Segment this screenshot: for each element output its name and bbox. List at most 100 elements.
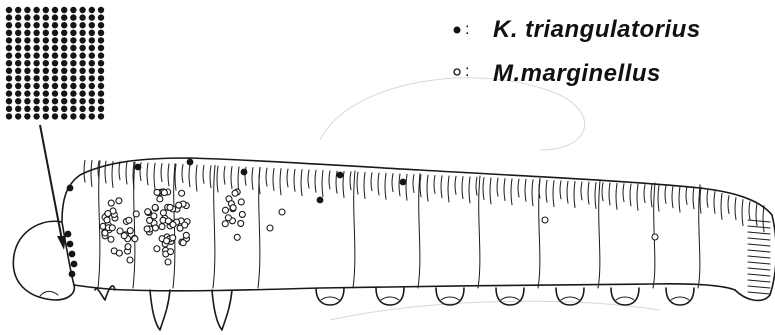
seta-line <box>413 175 414 193</box>
inset-dot <box>6 52 12 58</box>
seta-line <box>518 179 519 197</box>
seta-line <box>748 220 770 222</box>
seta-line <box>315 170 316 192</box>
seta-line <box>266 168 267 186</box>
inset-dot <box>98 68 104 74</box>
seta-line <box>539 180 540 198</box>
open-egg <box>225 215 231 221</box>
open-egg <box>127 257 133 263</box>
seta-line <box>748 274 770 276</box>
open-egg <box>170 222 176 228</box>
open-egg <box>267 225 273 231</box>
filled-dot-icon <box>454 27 461 34</box>
inset-dot <box>33 83 39 89</box>
seta-line <box>748 286 770 288</box>
seta-line <box>126 162 127 184</box>
inset-dot <box>79 22 85 28</box>
seta-line <box>721 193 722 219</box>
filled-egg <box>317 197 324 204</box>
inset-dot <box>70 60 76 66</box>
inset-dot <box>6 75 12 81</box>
inset-dot <box>52 60 58 66</box>
inset-dot <box>98 98 104 104</box>
proleg-crochets <box>561 297 579 300</box>
inset-dot <box>6 30 12 36</box>
inset-dot <box>33 68 39 74</box>
seta-line <box>301 170 302 196</box>
seta-line <box>455 176 456 194</box>
inset-dot <box>33 98 39 104</box>
inset-dot <box>6 22 12 28</box>
inset-dot <box>61 106 67 112</box>
inset-dot <box>15 37 21 43</box>
filled-egg <box>69 251 76 258</box>
inset-dot <box>70 37 76 43</box>
open-egg <box>133 211 139 217</box>
open-egg <box>132 236 138 242</box>
open-egg <box>222 207 228 213</box>
inset-dot <box>33 22 39 28</box>
inset-dot <box>89 113 95 119</box>
inset-dot <box>24 22 30 28</box>
filled-egg <box>65 231 72 238</box>
seta-line <box>448 176 449 202</box>
seta-line <box>504 178 505 200</box>
open-egg <box>176 202 182 208</box>
inset-dot <box>33 90 39 96</box>
segment-line <box>353 171 355 288</box>
inset-dot <box>89 52 95 58</box>
inset-dot <box>24 14 30 20</box>
seta-line <box>462 177 463 199</box>
inset-dot <box>33 37 39 43</box>
egg-cluster-inset <box>6 7 104 120</box>
legend-item-m-marginellus: : M.marginellus <box>454 60 661 87</box>
inset-dot <box>24 83 30 89</box>
inset-dot <box>70 22 76 28</box>
inset-dot <box>61 113 67 119</box>
seta-line <box>748 280 770 282</box>
inset-dot <box>43 7 49 13</box>
open-egg <box>179 190 185 196</box>
inset-dot <box>70 98 76 104</box>
open-egg <box>222 221 228 227</box>
inset-dot <box>15 113 21 119</box>
inset-dot <box>61 98 67 104</box>
inset-dot <box>6 113 12 119</box>
inset-dot <box>89 7 95 13</box>
inset-dot <box>24 45 30 51</box>
open-egg <box>170 235 176 241</box>
open-egg <box>108 236 114 242</box>
inset-dot <box>70 75 76 81</box>
filled-egg <box>400 179 407 186</box>
inset-dot <box>89 60 95 66</box>
inset-dot <box>52 30 58 36</box>
inset-dot <box>24 7 30 13</box>
seta-line <box>748 292 770 294</box>
inset-dot <box>89 14 95 20</box>
inset-dot <box>98 106 104 112</box>
inset-dot <box>79 37 85 43</box>
thoracic-legs <box>95 286 232 330</box>
inset-dot <box>52 68 58 74</box>
seta-line <box>658 185 659 211</box>
legend-item-k-triangulatorius: : K. triangulatorius <box>454 16 701 43</box>
seta-line <box>574 182 575 208</box>
seta-line <box>623 184 624 202</box>
inset-dot <box>6 45 12 51</box>
inset-dot <box>24 68 30 74</box>
seta-line <box>665 185 666 203</box>
seta-line <box>637 184 638 210</box>
seta-line <box>287 169 288 187</box>
seta-line <box>196 165 197 191</box>
inset-dot <box>70 83 76 89</box>
inset-dot <box>70 113 76 119</box>
pointer-arrow <box>40 125 66 250</box>
inset-dot <box>61 83 67 89</box>
open-egg <box>238 199 244 205</box>
seta-line <box>644 185 645 203</box>
open-egg <box>168 249 174 255</box>
inset-dot <box>79 106 85 112</box>
inset-dot <box>98 14 104 20</box>
open-egg <box>164 238 170 244</box>
seta-line <box>308 170 309 188</box>
